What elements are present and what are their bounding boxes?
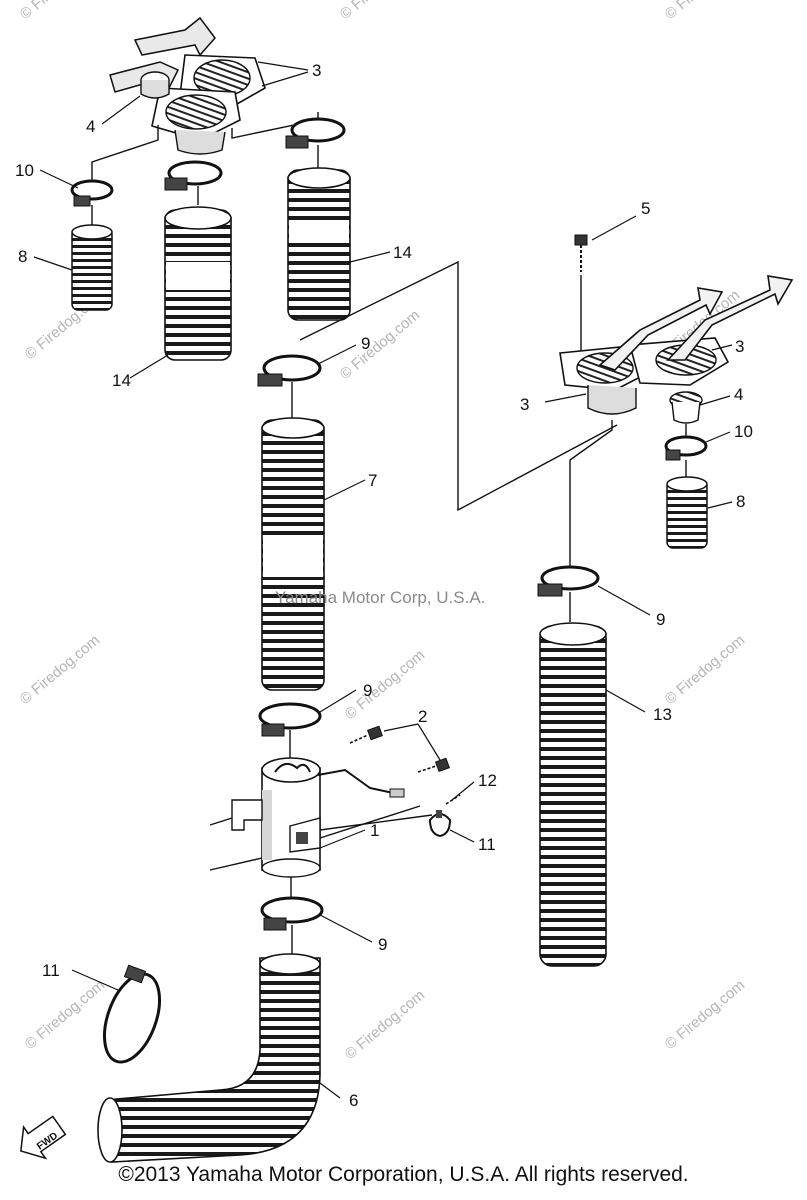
clip-11-and-screw-12: [428, 794, 461, 838]
deck-outlet-assembly-left: [91, 16, 319, 180]
callout-5: 5: [641, 199, 650, 218]
callout-13: 13: [653, 705, 672, 724]
muffler-1: [209, 757, 433, 898]
callout-3: 3: [520, 395, 529, 414]
watermark-text: © Firedog.com: [337, 307, 423, 383]
callout-1: 1: [370, 821, 379, 840]
callout-12: 12: [478, 771, 497, 790]
callout-14: 14: [393, 243, 412, 262]
watermark-text: © Firedog.com: [662, 0, 748, 23]
watermark-text: © Firedog.com: [662, 632, 748, 708]
watermark-text: © Firedog.com: [22, 977, 108, 1053]
hose-14-left: [164, 206, 232, 361]
hose-8-right: [666, 476, 708, 549]
assembly-line-right-branch: [299, 260, 618, 512]
callout-10: 10: [734, 422, 753, 441]
deck-outlet-assembly-right: [559, 275, 794, 570]
leader-lines: [33, 61, 733, 1099]
callout-9: 9: [363, 681, 372, 700]
callout-2: 2: [418, 707, 427, 726]
firedog-watermarks: © Firedog.com © Firedog.com © Firedog.co…: [17, 0, 748, 1063]
callout-labels: 3 4 10 8 14 14 9 5 3 3 4 10 8 7 9 13 9 2…: [15, 61, 753, 1110]
hose-clamp-9-right: [537, 565, 600, 622]
callout-4: 4: [86, 117, 95, 136]
hose-14-right: [287, 167, 351, 321]
watermark-text: © Firedog.com: [337, 0, 423, 23]
center-watermark: Yamaha Motor Corp, U.S.A.: [275, 588, 485, 607]
watermark-text: © Firedog.com: [342, 647, 428, 723]
hose-13: [539, 622, 607, 967]
hose-7: [261, 417, 325, 691]
watermark-text: © Firedog.com: [17, 0, 103, 23]
hose-clamp-9-middle: [258, 702, 322, 762]
forward-arrow: FWD: [20, 1115, 67, 1160]
callout-7: 7: [368, 471, 377, 490]
callout-14: 14: [112, 371, 131, 390]
callout-10: 10: [15, 161, 34, 180]
bolt-5: [574, 234, 588, 352]
callout-9: 9: [378, 935, 387, 954]
callout-9: 9: [656, 610, 665, 629]
callout-8: 8: [18, 247, 27, 266]
hose-band-11: [103, 964, 161, 1064]
callout-11: 11: [42, 961, 60, 980]
callout-3: 3: [312, 61, 321, 80]
callout-4: 4: [734, 385, 743, 404]
callout-8: 8: [736, 492, 745, 511]
hose-clamp-9-upper: [257, 354, 322, 418]
hose-clamp-14-left: [164, 160, 223, 205]
screws-2: [349, 725, 450, 773]
watermark-text: © Firedog.com: [662, 977, 748, 1053]
hose-clamp-10-right: [664, 435, 708, 478]
copyright-notice: ©2013 Yamaha Motor Corporation, U.S.A. A…: [118, 1163, 689, 1186]
watermark-text: © Firedog.com: [17, 632, 103, 708]
callout-3: 3: [735, 337, 744, 356]
callout-9: 9: [361, 334, 370, 353]
callout-11: 11: [478, 835, 496, 854]
hose-clamp-9-lower: [260, 896, 324, 955]
watermark-text: © Firedog.com: [342, 987, 428, 1063]
callout-6: 6: [349, 1091, 358, 1110]
hose-6-elbow: [97, 953, 321, 1163]
hose-8-left: [71, 224, 113, 311]
hose-clamp-14-right: [285, 117, 346, 168]
hose-clamp-10-left: [70, 179, 114, 226]
